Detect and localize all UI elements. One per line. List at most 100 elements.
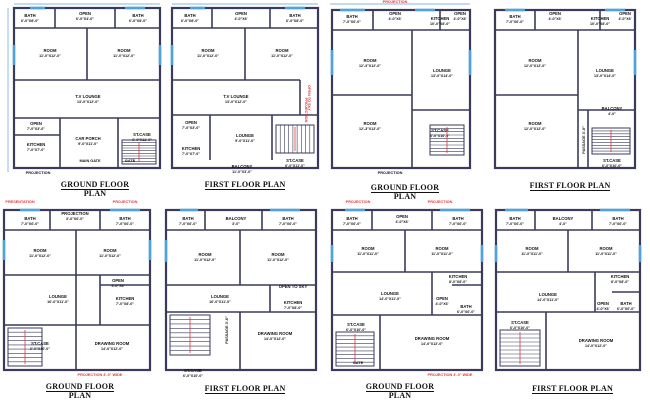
- room-label: OPEN TO SKY: [279, 284, 308, 289]
- room-label: ROOM: [363, 121, 377, 126]
- room-label: PROJECTION: [428, 200, 453, 204]
- room-label: 11'-0"X12'-0": [197, 54, 219, 58]
- room-label: ROOM: [33, 248, 47, 253]
- room-label: 3'-0"X6'-0": [66, 217, 84, 221]
- wall-outline: [164, 208, 318, 372]
- room-label: 7'-0"X6'-0": [449, 222, 467, 226]
- wall-outline: [493, 8, 637, 170]
- room-label: OPEN: [112, 278, 124, 283]
- room-label: 4'-0"X6': [234, 17, 247, 21]
- plan-label-p1: GROUND FLOOR PLAN: [40, 181, 150, 198]
- room-label: 11'-0"X11'-0": [357, 252, 379, 256]
- room-label: LOUNGE: [381, 291, 399, 296]
- room-label: 16'-0"X11'-0": [209, 300, 231, 304]
- room-label: 6'-0"X10'-0": [183, 374, 203, 378]
- plan-p5: BATH7'-0"X6'-0"PROJECTION3'-0"X6'-0"BATH…: [2, 200, 152, 377]
- room-label: CAR PORCH: [75, 136, 100, 141]
- room-label: 4'-0"X6': [395, 220, 408, 224]
- plan-label-p6: FIRST FLOOR PLAN: [180, 385, 310, 394]
- room-label: BATH: [346, 14, 357, 19]
- room-label: DRAWING ROOM: [579, 338, 614, 343]
- wall-outline: [2, 208, 152, 372]
- room-label: 4'-0"X6': [618, 17, 631, 21]
- plan-label-line: PLAN: [388, 391, 412, 400]
- room-label: LOUNGE: [236, 133, 254, 138]
- staircase-icon: [335, 331, 375, 367]
- plan-label-line: PLAN: [393, 192, 417, 201]
- room-label: ROOM: [435, 246, 449, 251]
- room-label: OPEN: [454, 11, 466, 16]
- staircase-icon: [7, 327, 43, 367]
- plan-label-p3: GROUND FLOOR PLAN: [340, 184, 470, 201]
- plan-label-line: FIRST FLOOR PLAN: [204, 180, 286, 190]
- room-label: 13'-0"X14'-0": [431, 74, 453, 78]
- room-label: KITCHEN: [449, 274, 468, 279]
- room-label: BATH: [24, 216, 35, 221]
- plan-label-line: FIRST FLOOR PLAN: [532, 384, 613, 394]
- stair-box: [591, 127, 631, 155]
- room-label: ST.CASE: [511, 320, 529, 325]
- room-label: 9'-0"X11'-0": [78, 142, 98, 146]
- room-label: 7'-0"X6'-0": [279, 222, 297, 226]
- wall-outline: [330, 8, 472, 170]
- room-label: OPEN: [436, 296, 448, 301]
- room-label: 4'-0"X6': [435, 302, 448, 306]
- room-label: PROJECTION: [378, 171, 403, 175]
- room-label: 6'-0"X10'-0": [602, 164, 622, 168]
- room-label: DRAWING ROOM: [258, 331, 293, 336]
- room-label: 7'-0"X7'-0": [27, 148, 45, 152]
- room-label: 6'-0"X8'-0": [129, 19, 147, 23]
- room-label: ROOM: [103, 248, 117, 253]
- room-label: KITCHEN: [182, 146, 201, 151]
- plan-label-line: FIRST FLOOR PLAN: [204, 384, 286, 394]
- room-label: KITCHEN: [591, 16, 610, 21]
- room-label: 7'-0"X6'-0": [609, 222, 627, 226]
- room-label: ROOM: [271, 252, 285, 257]
- room-label: KITCHEN: [611, 274, 630, 279]
- room-label: BALCONY: [553, 216, 574, 221]
- room-label: 7'-0"X6'-0": [343, 20, 361, 24]
- room-label: 6'-0"X4'-0": [76, 17, 94, 21]
- room-label: OPEN: [185, 120, 197, 125]
- room-label: 6'-0"X6'-0": [617, 307, 635, 311]
- plan-label-line: FIRST FLOOR PLAN: [529, 181, 611, 191]
- room-label: 11'-0"X12'-0": [39, 54, 61, 58]
- room-label: ROOM: [599, 246, 613, 251]
- room-label: BATH: [184, 13, 195, 18]
- room-label: ROOM: [361, 246, 375, 251]
- room-label: KITCHEN: [284, 300, 303, 305]
- stair-box: [7, 327, 43, 367]
- room-label: 6'-0"X11'-0": [285, 164, 305, 168]
- room-label: 7'-0"X6'-0": [506, 20, 524, 24]
- room-label: 8'-0"X8'-0": [449, 280, 467, 284]
- room-label: 11'-0"X12'-0": [113, 54, 135, 58]
- room-label: 4'-0"X6': [388, 17, 401, 21]
- room-label: 7'-0"X6'-0": [116, 222, 134, 226]
- room-label: 16'-0"X11'-0": [47, 300, 69, 304]
- room-label: ROOM: [201, 48, 215, 53]
- room-label: OPEN: [597, 301, 609, 306]
- stair-box: [121, 139, 157, 165]
- room-label: PROJECTION: [304, 98, 308, 123]
- room-label: 7'-0"X3'-0": [27, 127, 45, 131]
- room-label: LOUNGE: [49, 294, 67, 299]
- plan-label-p7: GROUND FLOOR PLAN: [340, 383, 460, 400]
- room-label: 7'-0"X7'-0": [182, 152, 200, 156]
- staircase-icon: [121, 139, 157, 165]
- wall-outline: [494, 208, 642, 372]
- room-label: 7'-0"X8'-0": [284, 306, 302, 310]
- room-label: ROOM: [363, 58, 377, 63]
- room-label: LOUNGE: [433, 68, 451, 73]
- room-label: 4'-0": [559, 222, 567, 226]
- room-label: OPEN: [235, 11, 247, 16]
- room-label: BALCONY: [602, 106, 623, 111]
- room-label: KITCHEN: [431, 16, 450, 21]
- room-label: ROOM: [117, 48, 131, 53]
- room-label: BATH: [452, 216, 463, 221]
- staircase-icon: [275, 124, 315, 154]
- room-label: 7'-0"X6'-0": [506, 222, 524, 226]
- plan-label-line: GROUND FLOOR: [370, 183, 440, 193]
- room-label: ST.CASE: [133, 132, 151, 137]
- room-label: PROJECTION: [26, 171, 51, 175]
- room-label: ST.CASE: [603, 158, 621, 163]
